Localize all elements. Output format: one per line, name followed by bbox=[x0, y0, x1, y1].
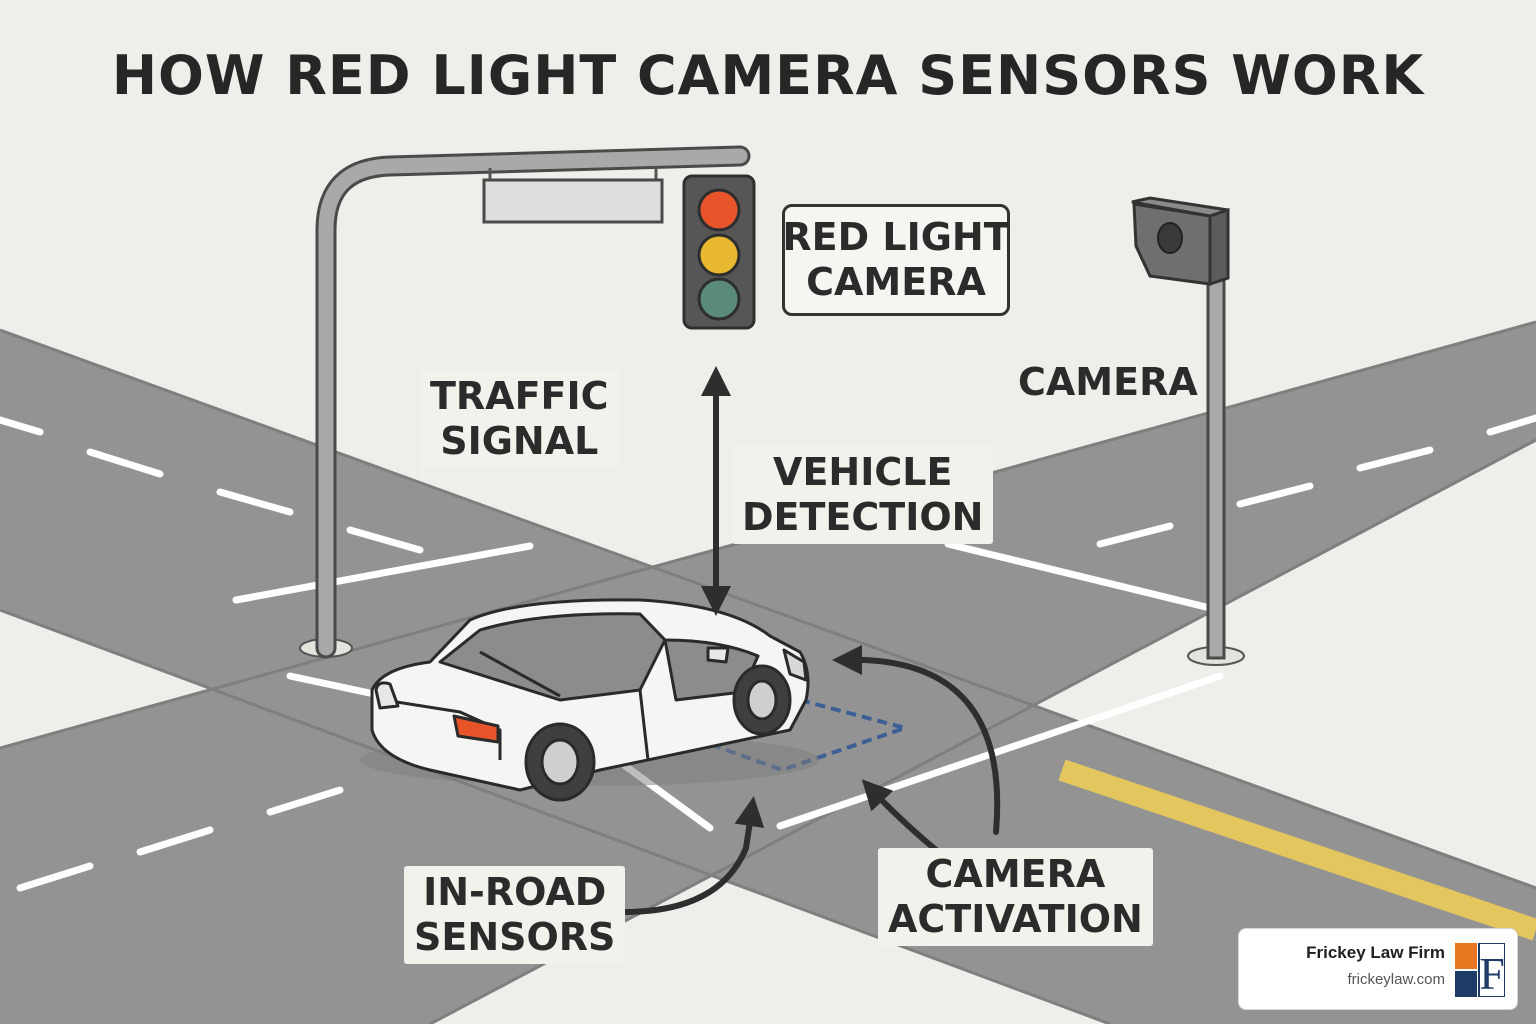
traffic-light-icon bbox=[682, 174, 756, 330]
vehicle-detection-label: VEHICLE DETECTION bbox=[732, 446, 994, 544]
traffic-signal-pole bbox=[299, 145, 751, 659]
camera-activation-arrow bbox=[832, 645, 1001, 835]
camera-icon bbox=[1131, 196, 1245, 666]
center-yellow-line bbox=[1058, 759, 1536, 941]
svg-text:F: F bbox=[1479, 948, 1505, 997]
firm-name: Frickey Law Firm bbox=[1306, 943, 1445, 962]
sensor-loop-icon bbox=[692, 697, 912, 773]
street-sign bbox=[482, 178, 664, 224]
traffic-signal-label: TRAFFIC SIGNAL bbox=[420, 370, 619, 468]
road-edge bbox=[0, 328, 1536, 890]
camera-label: CAMERA bbox=[1018, 360, 1198, 404]
road-edge bbox=[0, 608, 1111, 1024]
logo-icon: F bbox=[1455, 943, 1505, 997]
red-light-camera-label: RED LIGHT CAMERA bbox=[782, 215, 1010, 304]
camera-activation-arrow-2 bbox=[861, 779, 939, 853]
arrows bbox=[621, 366, 1001, 915]
page-title: HOW RED LIGHT CAMERA SENSORS WORK bbox=[111, 44, 1425, 107]
in-road-sensors-label: IN-ROAD SENSORS bbox=[404, 866, 626, 964]
in-road-sensors-arrow bbox=[621, 796, 765, 915]
car-icon bbox=[360, 598, 820, 802]
red-light-camera-sign: RED LIGHT CAMERA bbox=[782, 204, 1010, 316]
branding-card[interactable]: Frickey Law Firm frickeylaw.com F bbox=[1238, 928, 1518, 1010]
camera-activation-label: CAMERA ACTIVATION bbox=[878, 848, 1153, 946]
lane-markings bbox=[0, 414, 1536, 892]
firm-url[interactable]: frickeylaw.com bbox=[1347, 971, 1445, 988]
